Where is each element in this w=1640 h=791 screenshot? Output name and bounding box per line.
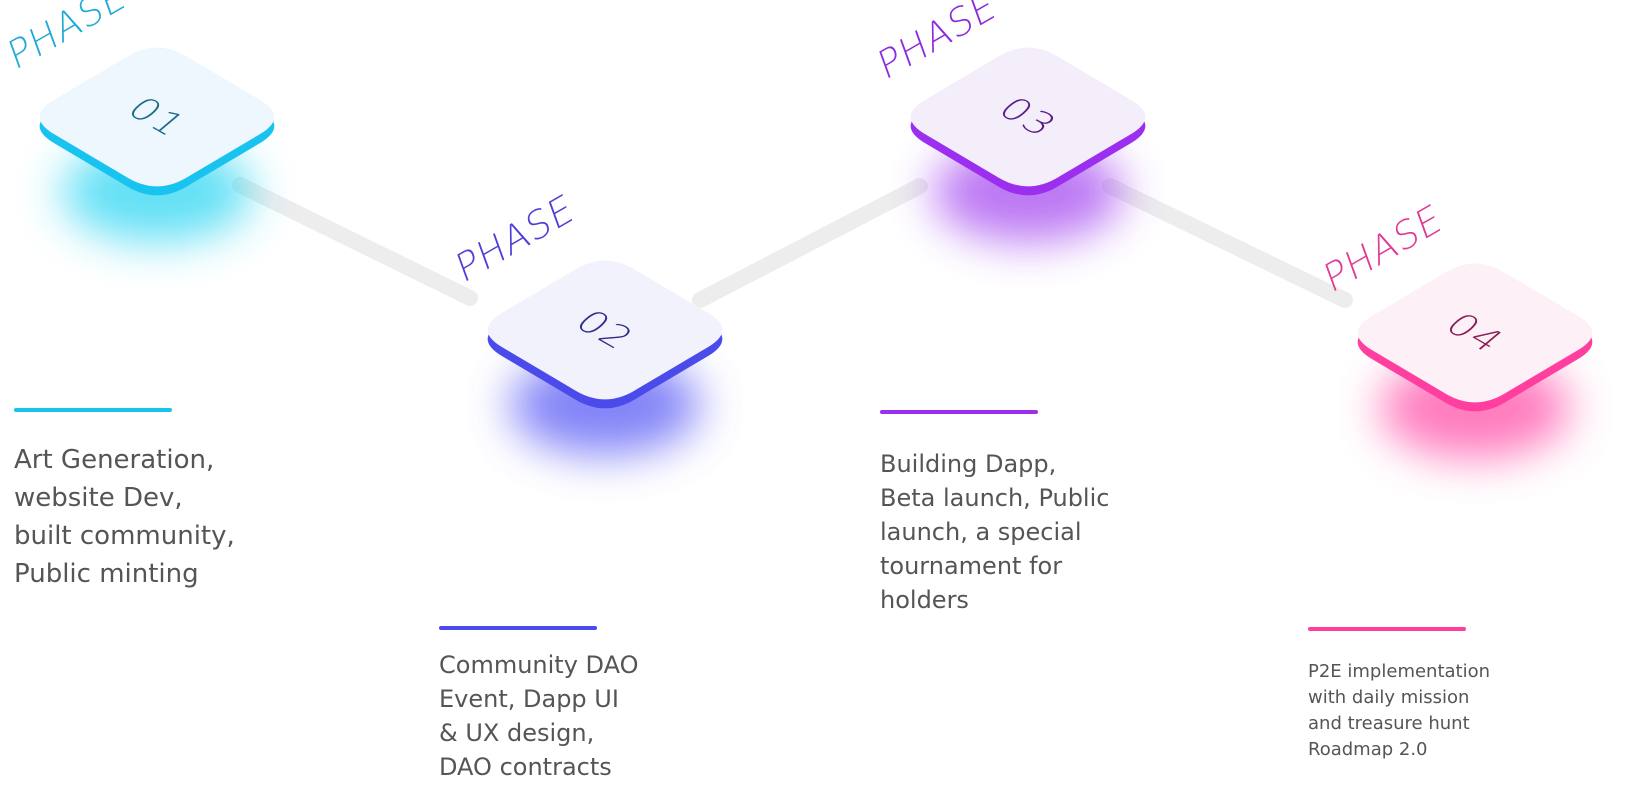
connector-02-03 [692,178,928,308]
phase-number-02: 02 [566,303,644,357]
phase-tile-02-shape [487,260,723,455]
phase-tile-face-04 [1357,263,1593,403]
phase-divider-04 [1308,627,1466,631]
phase-number-03: 03 [989,90,1067,144]
phase-tile-01: 01 [22,42,292,242]
phase-tile-03: 03 [893,42,1163,242]
phase-tile-04: 04 [1340,258,1610,458]
phase-divider-03 [880,410,1038,414]
phase-description-04: P2E implementation with daily mission an… [1308,661,1491,760]
phase-tile-face-03 [910,47,1146,187]
phase-tile-01-shape [39,47,275,242]
phase-divider-01 [14,408,172,412]
phase-number-01: 01 [118,90,196,144]
phase-tile-02: 02 [470,255,740,455]
phase-tile-04-shape [1357,263,1593,458]
phase-tile-face-02 [487,260,723,400]
connector-03-04 [1102,178,1353,308]
phase-tile-03-shape [910,47,1146,242]
phase-tile-face-01 [39,47,275,187]
phase-description-03: Building Dapp, Beta launch, Public launc… [880,450,1110,614]
connector-01-02 [232,177,478,306]
phase-divider-02 [439,626,597,630]
phase-description-02: Community DAO Event, Dapp UI & UX design… [439,651,639,781]
phase-description-01: Art Generation, website Dev, built commu… [14,445,235,589]
phase-number-04: 04 [1436,306,1514,360]
